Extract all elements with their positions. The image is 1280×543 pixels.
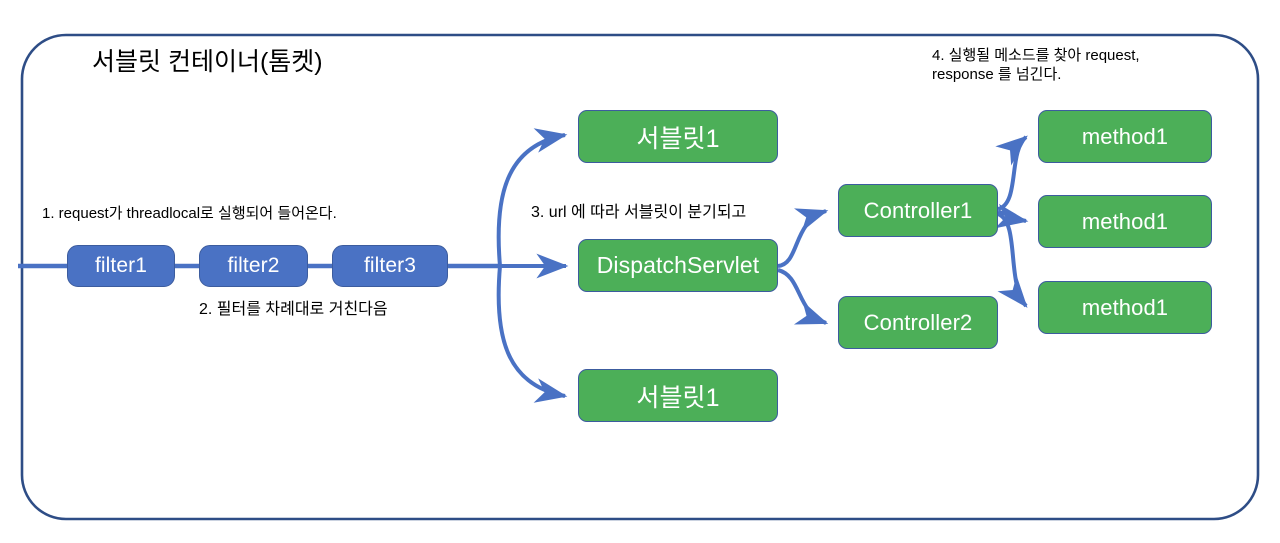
node-method-3[interactable]: method1 [1038,281,1212,334]
node-dispatchservlet-label: DispatchServlet [596,252,760,278]
node-servlet-bottom[interactable]: 서블릿1 [578,369,778,422]
node-method-1-label: method1 [1081,123,1169,149]
node-filter1-label: filter1 [94,254,148,277]
node-controller2-label: Controller2 [863,309,973,335]
connector-controller1-to-method-1 [995,135,1028,211]
caption-step-1: 1. request가 threadlocal로 실행되어 들어온다. [42,205,337,222]
node-filter3[interactable]: filter3 [332,245,448,287]
node-method-3-label: method1 [1081,294,1169,320]
node-servlet-bottom-label: 서블릿1 [636,383,720,412]
servlet-container-outline [20,33,1260,521]
node-controller2[interactable]: Controller2 [838,296,998,349]
connector-controller1-to-method-3 [996,212,1028,308]
node-method-1[interactable]: method1 [1038,110,1212,163]
connector-hub-to-servlet-bottom [496,265,568,403]
node-controller1[interactable]: Controller1 [838,184,998,237]
node-filter3-label: filter3 [363,254,417,277]
caption-step-4: 4. 실행될 메소드를 찾아 request, response 를 넘긴다. [932,47,1140,84]
node-servlet-top-label: 서블릿1 [636,124,720,153]
container-title: 서블릿 컨테이너(톰켓) [92,48,323,76]
node-filter2[interactable]: filter2 [199,245,308,287]
node-filter1[interactable]: filter1 [67,245,175,287]
node-dispatchservlet[interactable]: DispatchServlet [578,239,778,292]
caption-step-3: 3. url 에 따라 서블릿이 분기되고 [531,204,747,221]
connector-dispatchservlet-to-controller2 [777,268,829,325]
caption-step-2: 2. 필터를 차례대로 거친다음 [199,301,388,318]
connector-dispatchservlet-to-controller1 [777,208,829,268]
connector-controller1-to-method-2 [994,203,1029,229]
connector-hub-to-servlet-top [496,128,568,267]
node-method-2-label: method1 [1081,208,1169,234]
node-servlet-top[interactable]: 서블릿1 [578,110,778,163]
node-filter2-label: filter2 [227,254,280,277]
node-controller1-label: Controller1 [863,197,973,223]
node-method-2[interactable]: method1 [1038,195,1212,248]
